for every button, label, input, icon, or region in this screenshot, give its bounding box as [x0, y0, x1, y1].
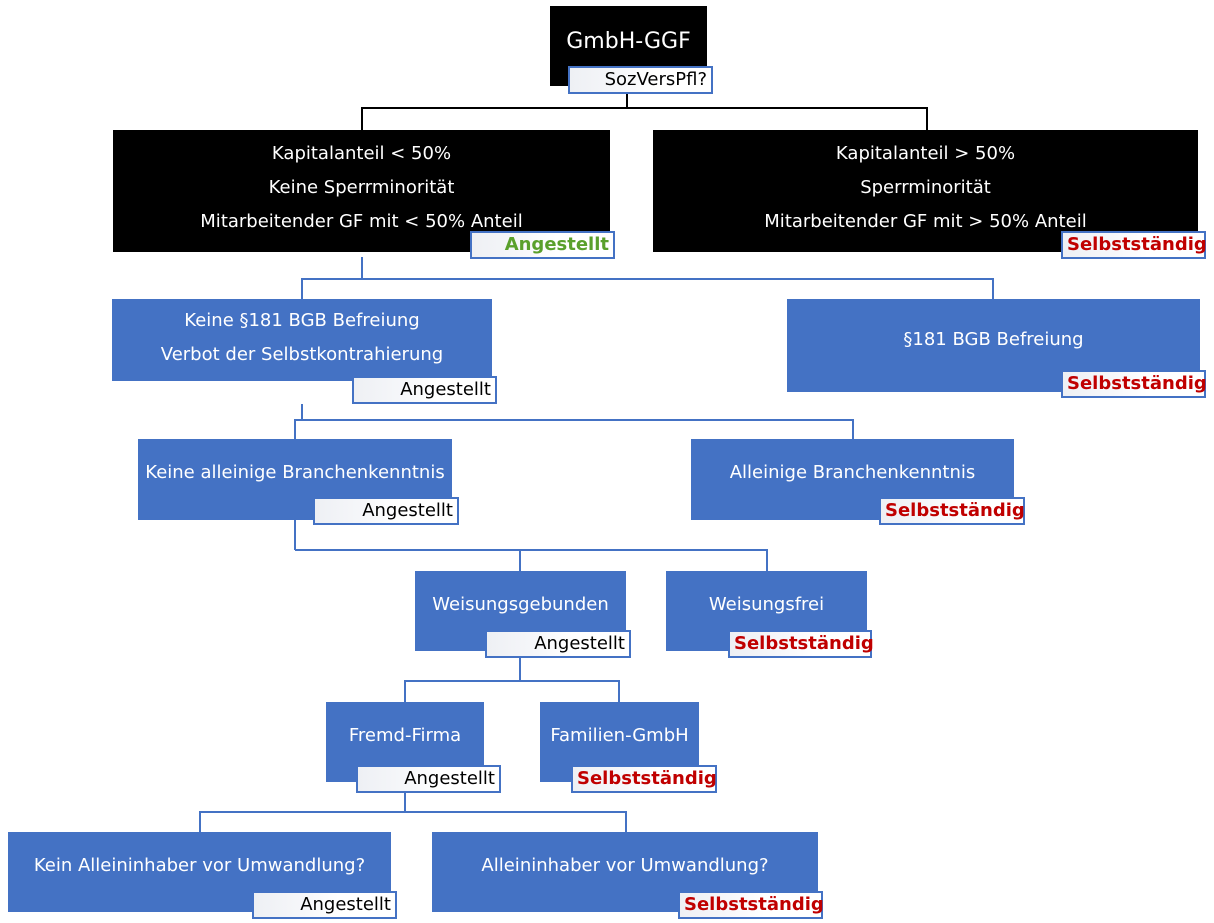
level2-right-line1: §181 BGB Befreiung — [903, 328, 1084, 350]
level2-left-line1: Keine §181 BGB Befreiung — [184, 310, 420, 331]
level3-right-line1: Alleinige Branchenkenntnis — [729, 461, 976, 483]
level3-right-result: Selbstständig — [879, 497, 1025, 525]
level1-left-line1: Kapitalanteil < 50% — [271, 143, 452, 164]
level2-left-result: Angestellt — [352, 376, 497, 404]
level2-connector — [301, 257, 994, 299]
level2-right-result: Selbstständig — [1061, 370, 1207, 398]
level4-right-line1: Weisungsfrei — [708, 594, 825, 615]
level3-left-result: Angestellt — [313, 497, 459, 525]
level1-right-result: Selbstständig — [1061, 231, 1207, 259]
level5-right-line1: Familien-GmbH — [550, 725, 689, 746]
level1-right-box: Kapitalanteil > 50% Sperrminorität Mitar… — [653, 130, 1198, 252]
level4-connector — [294, 520, 768, 571]
level1-left-line2: Keine Sperrminorität — [268, 177, 455, 198]
root-title: GmbH-GGF — [566, 29, 691, 54]
level2-left-box: Keine §181 BGB Befreiung Verbot der Selb… — [112, 299, 492, 381]
level5-left-result: Angestellt — [356, 765, 501, 793]
level4-left-line1: Weisungsgebunden — [432, 594, 609, 615]
level6-right-result: Selbstständig — [678, 891, 824, 919]
level6-left-line1: Kein Alleininhaber vor Umwandlung? — [33, 855, 366, 876]
level2-left-line2: Verbot der Selbstkontrahierung — [160, 344, 444, 365]
level5-left-line1: Fremd-Firma — [348, 725, 462, 746]
level6-left-result: Angestellt — [252, 891, 397, 919]
root-connector — [361, 92, 928, 130]
level1-right-line2: Sperrminorität — [860, 177, 991, 198]
level3-right-box: Alleinige Branchenkenntnis — [691, 439, 1014, 520]
level1-right-line1: Kapitalanteil > 50% — [835, 143, 1016, 164]
root-question-tag: SozVersPfl? — [568, 66, 713, 94]
level1-left-result: Angestellt — [470, 231, 615, 259]
level6-connector — [199, 793, 627, 832]
level6-left-box: Kein Alleininhaber vor Umwandlung? — [8, 832, 391, 912]
level3-left-box: Keine alleinige Branchenkenntnis — [138, 439, 452, 520]
level3-connector — [294, 404, 854, 439]
level5-right-result: Selbstständig — [571, 765, 717, 793]
level5-connector — [404, 657, 620, 702]
level4-left-result: Angestellt — [485, 630, 631, 658]
level6-right-line1: Alleininhaber vor Umwandlung? — [481, 855, 769, 876]
level3-left-line1: Keine alleinige Branchenkenntnis — [145, 461, 445, 483]
level1-right-line3: Mitarbeitender GF mit > 50% Anteil — [764, 211, 1087, 232]
level4-right-result: Selbstständig — [728, 630, 874, 658]
level1-left-line3: Mitarbeitender GF mit < 50% Anteil — [200, 211, 523, 232]
